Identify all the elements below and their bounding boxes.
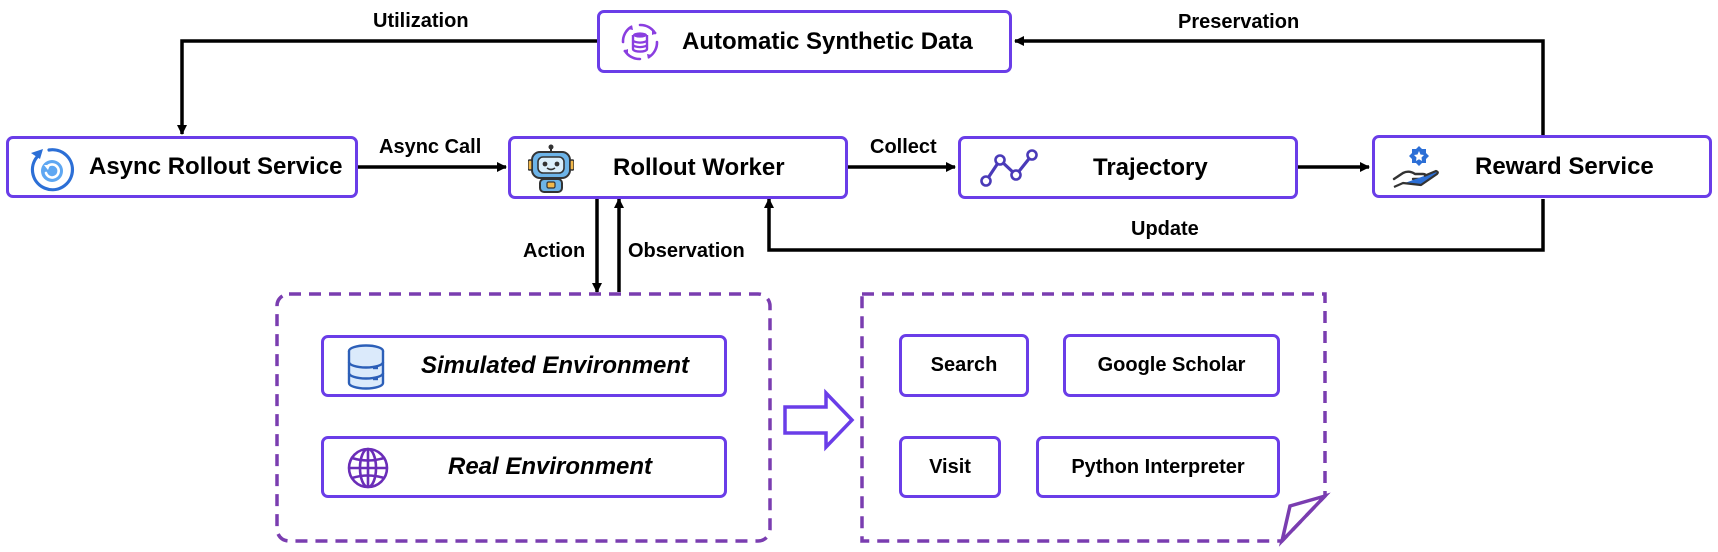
edge-preservation (1014, 36, 1545, 136)
label-action: Action (523, 240, 586, 262)
refresh-icon (27, 145, 75, 193)
node-async-rollout-service-label: Async Rollout Service (89, 153, 343, 180)
node-real-environment-label: Real Environment (448, 453, 653, 480)
label-update: Update (1131, 218, 1199, 240)
tool-google-scholar: Google Scholar (1063, 334, 1280, 397)
hollow-right-arrow-icon (783, 388, 855, 452)
tool-python-interpreter: Python Interpreter (1036, 436, 1280, 498)
node-trajectory-label: Trajectory (1093, 153, 1208, 181)
node-simulated-environment-label: Simulated Environment (421, 352, 690, 379)
node-rollout-worker: Rollout Worker (508, 136, 848, 199)
environment-container (275, 292, 772, 543)
node-synthetic-data: Automatic Synthetic Data (597, 10, 1012, 73)
edge-update (764, 198, 1545, 252)
database-icon (346, 344, 386, 390)
node-async-rollout-service: Async Rollout Service (6, 136, 358, 198)
page-fold-icon (1278, 492, 1331, 547)
line-graph-icon (978, 147, 1040, 189)
node-synthetic-data-label: Automatic Synthetic Data (682, 27, 973, 55)
hand-badge-icon (1391, 143, 1441, 193)
label-async-call: Async Call (379, 136, 482, 158)
edge-utilization (177, 39, 597, 135)
tool-visit: Visit (899, 436, 1001, 498)
label-preservation: Preservation (1178, 11, 1300, 33)
label-observation: Observation (628, 240, 745, 262)
node-simulated-environment: Simulated Environment (321, 335, 727, 397)
label-collect: Collect (870, 136, 937, 158)
label-utilization: Utilization (373, 10, 469, 32)
node-trajectory: Trajectory (958, 136, 1298, 199)
node-rollout-worker-label: Rollout Worker (613, 153, 785, 181)
tool-search: Search (899, 334, 1029, 397)
node-real-environment: Real Environment (321, 436, 727, 498)
globe-icon (346, 446, 390, 490)
node-reward-service-label: Reward Service (1475, 152, 1654, 180)
database-cycle-icon (620, 22, 660, 62)
tools-container (860, 292, 1327, 543)
node-reward-service: Reward Service (1372, 135, 1712, 198)
robot-icon (528, 144, 574, 194)
